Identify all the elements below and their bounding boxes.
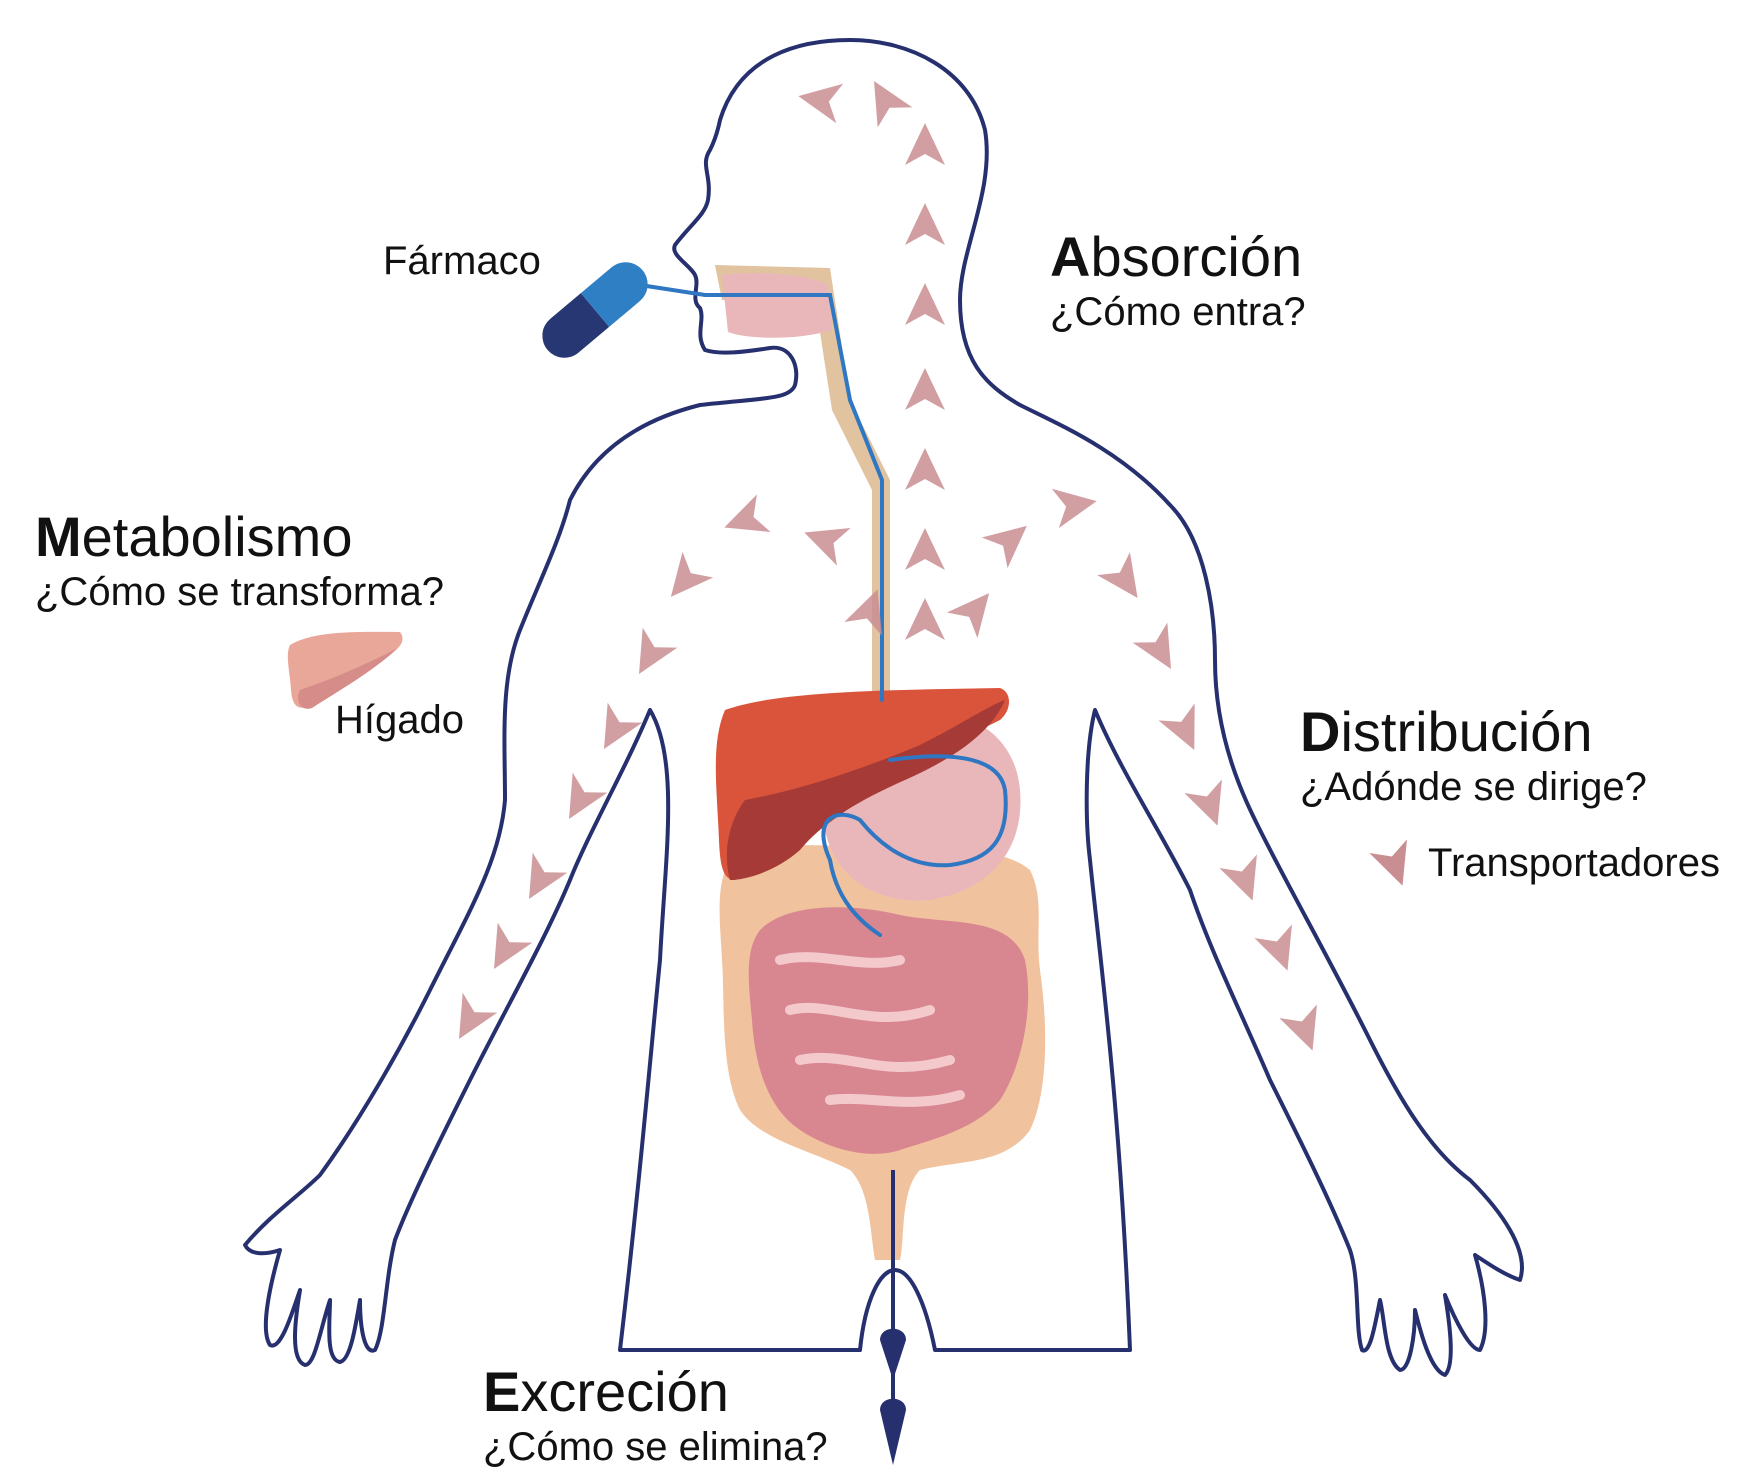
transporter-icon [1279,1004,1331,1057]
transporter-icon [905,123,945,165]
transporter-icon [656,552,714,610]
transporter-icon [1097,552,1154,609]
pill-icon [533,253,656,366]
transporter-icon [905,598,945,640]
transporter-icon [622,628,678,684]
liver-label: Hígado [335,697,464,743]
transporter-icon [905,283,945,325]
mouth-cavity [722,273,832,338]
transporter-icon [905,368,945,410]
absorption-title: Absorción [1050,225,1306,289]
distribution-title: Distribución [1300,700,1647,764]
transporter-legend-icon [1369,839,1421,892]
transporter-icon [1184,779,1236,832]
drug-label: Fármaco [383,238,541,284]
transporters-label: Transportadores [1428,840,1720,886]
distribution-block: Distribución ¿Adónde se dirige? [1300,700,1647,810]
transporter-icon [905,528,945,570]
metabolism-question: ¿Cómo se transforma? [35,569,444,615]
transporter-icon [1254,924,1306,977]
excretion-arrow-upper [880,1329,906,1380]
transporter-icon [1052,481,1100,528]
transporter-icon [905,203,945,245]
excretion-arrow-lower [880,1399,906,1465]
transporter-icon [1219,854,1271,907]
transporter-icon [982,511,1040,569]
metabolism-block: Metabolismo ¿Cómo se transforma? [35,505,444,615]
transporter-icon [797,514,850,566]
excretion-title: Excreción [483,1360,828,1424]
transporter-icon [1133,623,1189,679]
transporter-icon [587,703,643,759]
transporter-icon [477,923,533,979]
transporter-icon [795,76,843,123]
transporter-icon [905,448,945,490]
excretion-block: Excreción ¿Cómo se elimina? [483,1360,828,1470]
absorption-block: Absorción ¿Cómo entra? [1050,225,1306,335]
transporter-icon [717,494,770,546]
transporter-icon [1158,703,1212,758]
metabolism-title: Metabolismo [35,505,444,569]
transporter-icon [947,580,1005,638]
excretion-question: ¿Cómo se elimina? [483,1424,828,1470]
transporter-icon [857,71,913,127]
absorption-question: ¿Cómo entra? [1050,289,1306,335]
distribution-question: ¿Adónde se dirige? [1300,764,1647,810]
